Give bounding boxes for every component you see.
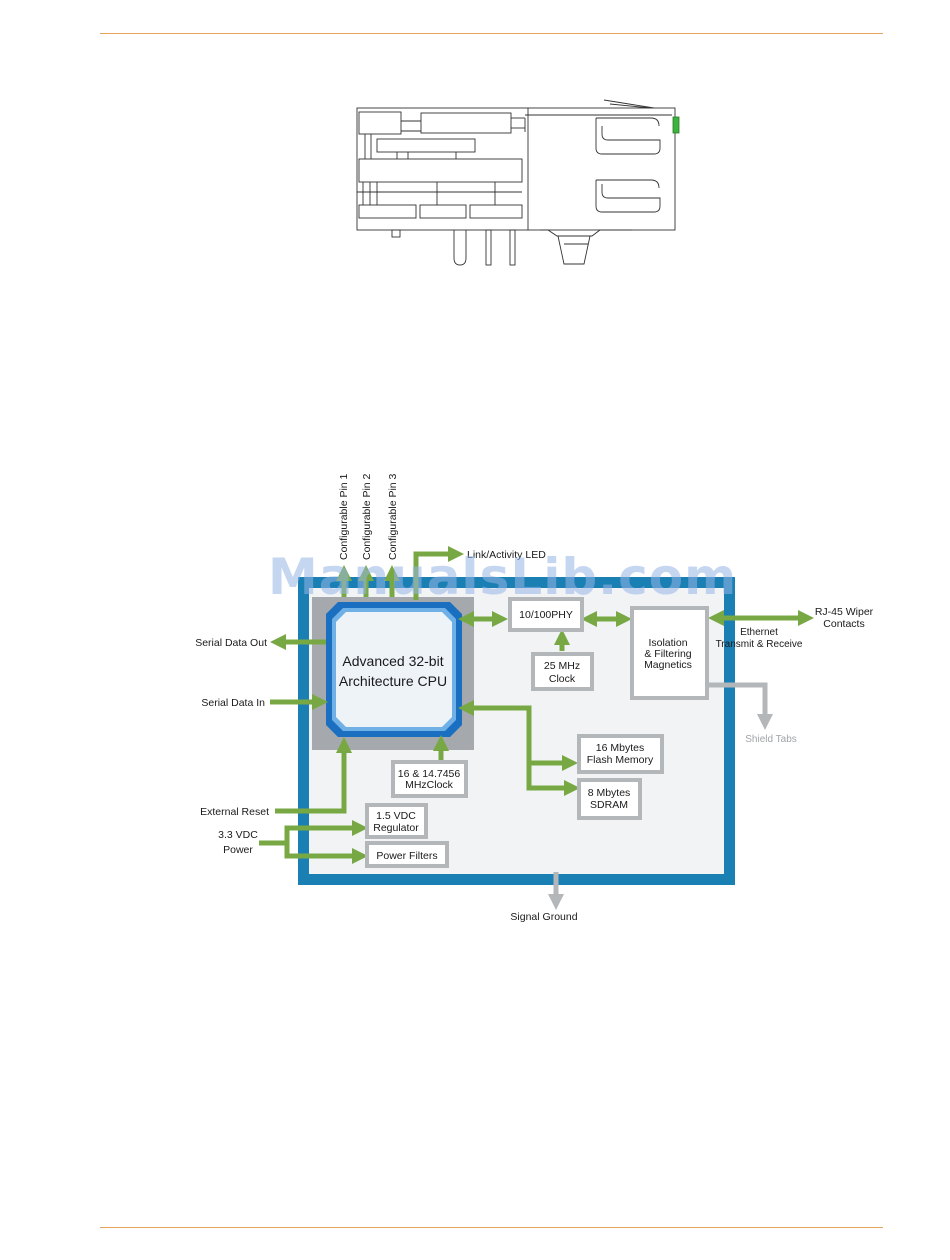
ethernet-label-line2: Transmit & Receive xyxy=(716,639,803,650)
clock25-label-line2: Clock xyxy=(549,673,576,685)
sdram-label-line2: SDRAM xyxy=(590,799,628,811)
regulator-label-line1: 1.5 VDC xyxy=(376,810,416,822)
serial-in-label: Serial Data In xyxy=(201,697,265,709)
power-filters-label: Power Filters xyxy=(376,850,437,862)
flash-label-line1: 16 Mbytes xyxy=(596,742,644,754)
module-block-5 xyxy=(358,204,417,219)
isolation-label-line3: Magnetics xyxy=(644,659,692,671)
phy-box xyxy=(508,597,584,632)
cpu-label-line2: Architecture CPU xyxy=(339,673,447,689)
module-block-7 xyxy=(469,204,523,219)
cpu-clock-label-line2: MHzClock xyxy=(405,779,454,791)
clock25-label-line1: 25 MHz xyxy=(544,660,580,672)
shield-tabs-arrow xyxy=(709,682,774,730)
link-led-arrow xyxy=(413,545,464,600)
isolation-label-line1: Isolation xyxy=(648,637,687,649)
flash-label-line2: Flash Memory xyxy=(587,754,654,766)
isolation-box xyxy=(630,606,709,700)
cpu-clock-box xyxy=(391,760,468,798)
power-arrow xyxy=(259,819,368,846)
external-reset-label: External Reset xyxy=(200,806,269,818)
module-block-6 xyxy=(419,204,467,219)
clock25-box xyxy=(531,652,594,691)
phy-label: 10/100PHY xyxy=(519,609,573,621)
power-label-line2: Power xyxy=(223,844,253,856)
flash-box xyxy=(577,734,664,774)
power-label-line1: 3.3 VDC xyxy=(218,829,258,841)
sdram-box xyxy=(577,778,642,820)
pin3-label: Configurable Pin 3 xyxy=(387,473,399,560)
module-block-3 xyxy=(376,138,476,153)
module-green-led xyxy=(672,116,680,134)
rj45-label-line1: RJ-45 Wiper xyxy=(815,606,874,618)
sdram-label-line1: 8 Mbytes xyxy=(588,787,631,799)
serial-out-label: Serial Data Out xyxy=(195,637,267,649)
power-filters-box xyxy=(365,841,449,868)
regulator-box xyxy=(365,803,428,839)
ethernet-label-line1: Ethernet xyxy=(740,627,778,638)
pin1-label: Configurable Pin 1 xyxy=(338,473,350,560)
link-led-label: Link/Activity LED xyxy=(467,549,546,561)
footer-rule xyxy=(100,1227,883,1228)
pin2-label: Configurable Pin 2 xyxy=(361,473,373,560)
reset-arrow xyxy=(275,737,352,814)
header-rule xyxy=(100,33,883,34)
cpu-label-line1: Advanced 32-bit xyxy=(342,653,443,669)
rj45-label-line2: Contacts xyxy=(823,618,864,630)
regulator-label-line2: Regulator xyxy=(373,822,419,834)
isolation-label-line2: & Filtering xyxy=(644,648,691,660)
module-block-4 xyxy=(358,158,523,183)
cpu-clock-label-line1: 16 & 14.7456 xyxy=(398,768,461,780)
signal-ground-label: Signal Ground xyxy=(510,911,577,923)
shield-tabs-label: Shield Tabs xyxy=(745,734,797,745)
module-block-2 xyxy=(420,112,512,134)
memory-bus-arrow xyxy=(458,700,580,796)
module-block-1 xyxy=(358,111,402,135)
